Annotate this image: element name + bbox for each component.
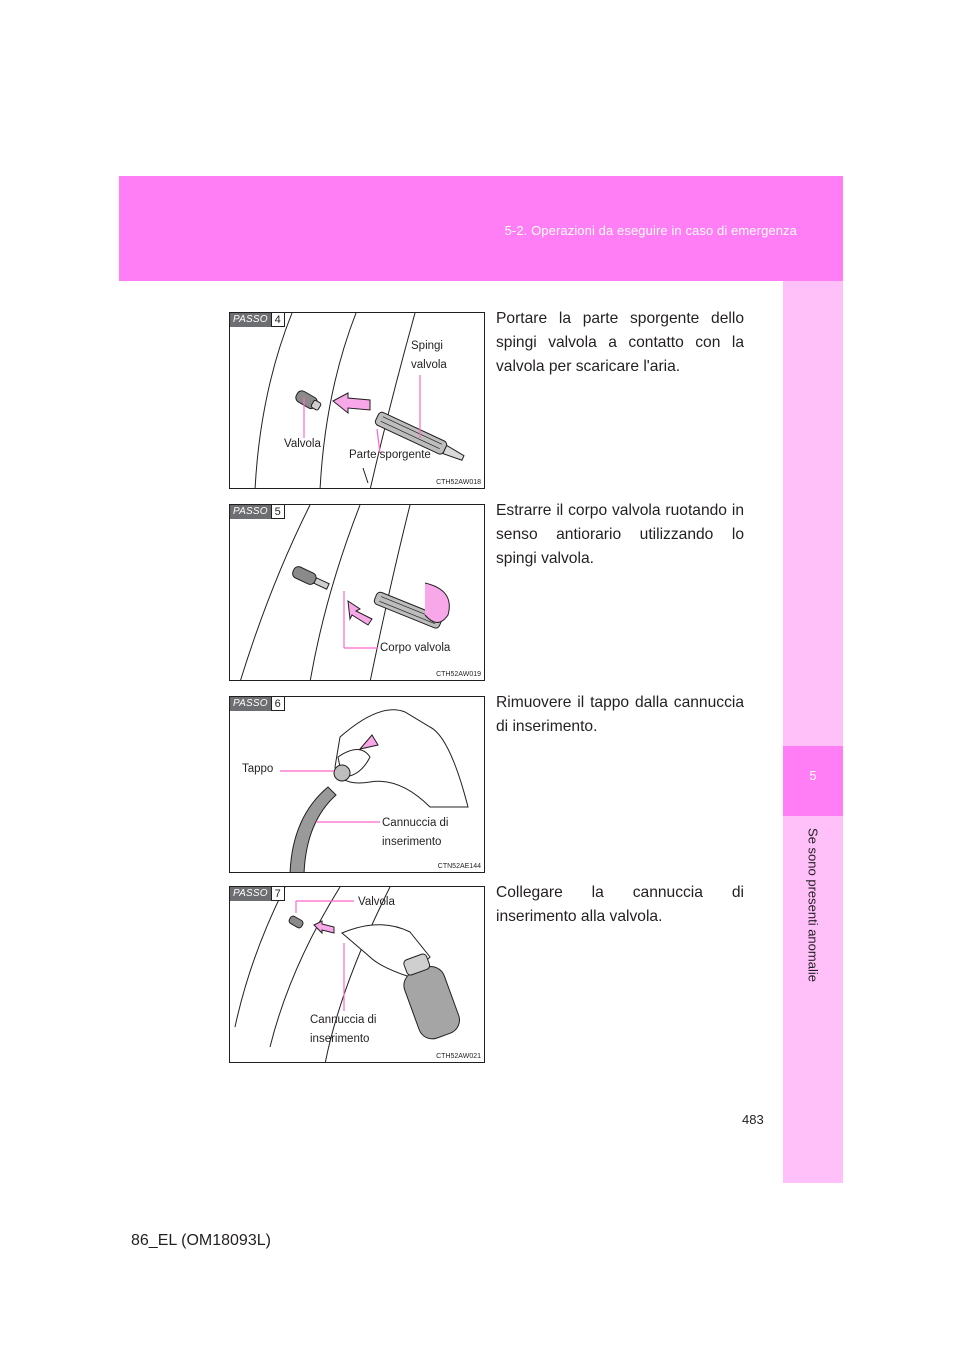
callout-inserimento: inserimento	[310, 1033, 370, 1045]
figure-step-6: PASSO 6 Tappo Cannuccia di inserimento C…	[229, 696, 485, 873]
step-number: 7	[270, 887, 285, 901]
illustration-remove-valve-core	[240, 505, 450, 680]
callout-cannuccia: Cannuccia di	[382, 817, 449, 829]
step-badge: PASSO 6	[230, 697, 285, 711]
section-title: 5-2. Operazioni da eseguire in caso di e…	[504, 223, 797, 238]
chapter-number: 5	[809, 768, 817, 783]
callout-tappo: Tappo	[242, 763, 274, 775]
chapter-tab-active[interactable]	[783, 746, 843, 816]
callout-valvola: Valvola	[284, 438, 321, 450]
illustration-valve-core-tool	[254, 313, 465, 488]
callout-corpo-valvola: Corpo valvola	[380, 642, 451, 654]
step-7-text: Collegare la cannuccia di inserimento al…	[496, 884, 744, 925]
step-number: 4	[270, 313, 285, 327]
callout-valvola-tool: valvola	[411, 359, 447, 371]
figure-code: CTH52AW021	[436, 1053, 481, 1060]
step-label: PASSO	[230, 697, 271, 711]
section-header-band: 5-2. Operazioni da eseguire in caso di e…	[119, 176, 843, 281]
step-badge: PASSO 7	[230, 887, 285, 901]
step-number: 5	[270, 505, 285, 519]
figure-step-7: PASSO 7 Valvola Cannuccia di inserimento…	[229, 886, 485, 1063]
step-4-text: Portare la parte sporgente dello spingi …	[496, 310, 744, 375]
callout-cannuccia: Cannuccia di	[310, 1014, 377, 1026]
step-label: PASSO	[230, 313, 271, 327]
step-6-text: Rimuovere il tappo dalla cannuccia di in…	[496, 694, 744, 735]
footer-code: 86_EL (OM18093L)	[131, 1232, 271, 1249]
step-badge: PASSO 5	[230, 505, 285, 519]
figure-code: CTH52AW018	[436, 479, 481, 486]
figure-code: CTH52AW019	[436, 671, 481, 678]
step-label: PASSO	[230, 887, 271, 901]
figure-step-5: PASSO 5 Corpo valvola CTH52AW019	[229, 504, 485, 681]
step-label: PASSO	[230, 505, 271, 519]
figure-step-4: PASSO 4 Spingi valvola Valvola Parte spo…	[229, 312, 485, 489]
chapter-side-tab	[783, 281, 843, 1183]
callout-spingi: Spingi	[411, 340, 443, 352]
step-badge: PASSO 4	[230, 313, 285, 327]
step-5-text: Estrarre il corpo valvola ruotando in se…	[496, 502, 744, 567]
figure-code: CTN52AE144	[437, 863, 481, 870]
step-number: 6	[270, 697, 285, 711]
page-number: 483	[742, 1112, 764, 1127]
callout-valvola: Valvola	[358, 896, 395, 908]
chapter-title: Se sono presenti anomalie	[805, 828, 821, 982]
illustration-connect-nozzle	[234, 887, 460, 1062]
illustration-remove-cap	[280, 709, 469, 872]
callout-parte-sporgente: Parte sporgente	[349, 449, 431, 461]
callout-inserimento: inserimento	[382, 836, 442, 848]
